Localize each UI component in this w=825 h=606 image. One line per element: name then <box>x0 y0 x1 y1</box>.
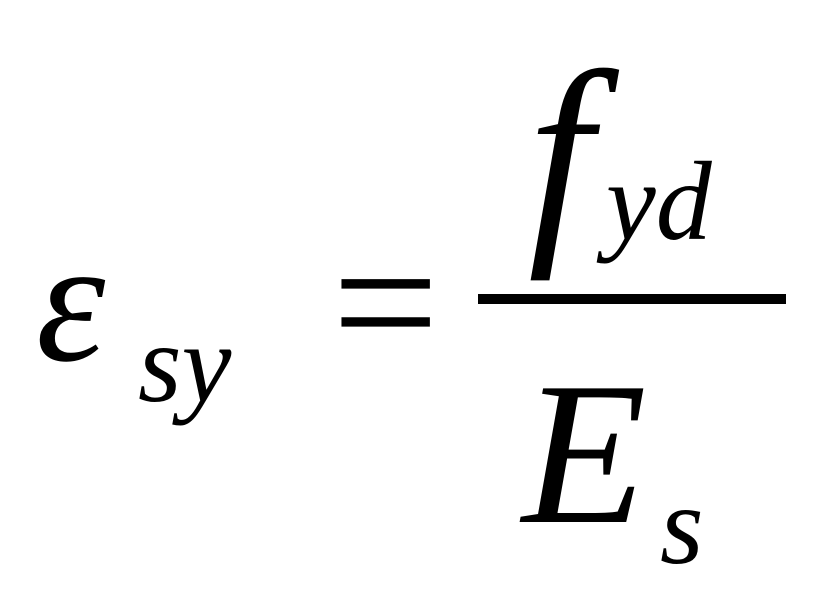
numerator-symbol: f <box>528 25 593 282</box>
fraction-bar <box>478 294 786 304</box>
epsilon-symbol: ε <box>36 204 106 399</box>
numerator-subscript: yd <box>606 140 712 264</box>
denominator-symbol: E <box>522 341 647 567</box>
epsilon-subscript: sy <box>138 302 232 426</box>
equals-sign: = <box>332 198 440 408</box>
denominator-subscript: s <box>660 464 704 588</box>
